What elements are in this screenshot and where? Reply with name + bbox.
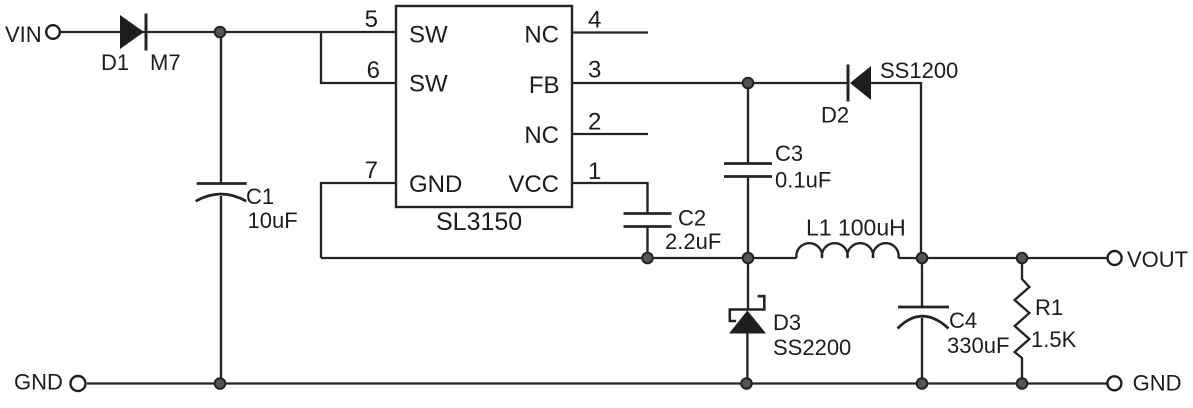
svg-text:SW: SW [409, 22, 448, 49]
svg-text:7: 7 [365, 157, 378, 184]
svg-text:L1 100uH: L1 100uH [806, 215, 906, 241]
svg-text:1.5K: 1.5K [1031, 327, 1077, 352]
svg-text:6: 6 [367, 57, 380, 84]
svg-text:C2: C2 [678, 206, 706, 231]
svg-text:SL3150: SL3150 [436, 208, 522, 236]
svg-text:C4: C4 [949, 308, 977, 333]
svg-text:2.2uF: 2.2uF [665, 229, 721, 254]
svg-text:GND: GND [14, 370, 63, 395]
svg-text:SS1200: SS1200 [880, 58, 958, 83]
svg-text:M7: M7 [150, 50, 181, 75]
svg-text:FB: FB [529, 72, 560, 99]
svg-text:NC: NC [524, 22, 559, 49]
svg-text:D2: D2 [821, 103, 849, 128]
svg-text:4: 4 [588, 7, 601, 34]
svg-text:GND: GND [1133, 371, 1182, 396]
svg-text:R1: R1 [1035, 295, 1063, 320]
svg-text:VOUT: VOUT [1127, 247, 1188, 272]
svg-text:SS2200: SS2200 [773, 335, 851, 360]
svg-text:NC: NC [524, 122, 559, 149]
svg-text:0.1uF: 0.1uF [775, 168, 831, 193]
svg-text:330uF: 330uF [947, 333, 1009, 358]
svg-text:3: 3 [588, 57, 601, 84]
svg-text:C1: C1 [246, 184, 274, 209]
svg-text:VIN: VIN [5, 22, 42, 47]
svg-text:5: 5 [365, 6, 378, 33]
svg-text:C3: C3 [775, 141, 803, 166]
svg-text:2: 2 [588, 109, 601, 136]
svg-text:D3: D3 [773, 310, 801, 335]
svg-text:D1: D1 [101, 50, 129, 75]
svg-text:10uF: 10uF [248, 208, 298, 233]
svg-text:VCC: VCC [508, 171, 559, 198]
svg-text:GND: GND [409, 171, 462, 198]
svg-text:SW: SW [409, 71, 448, 98]
svg-text:1: 1 [588, 158, 601, 185]
